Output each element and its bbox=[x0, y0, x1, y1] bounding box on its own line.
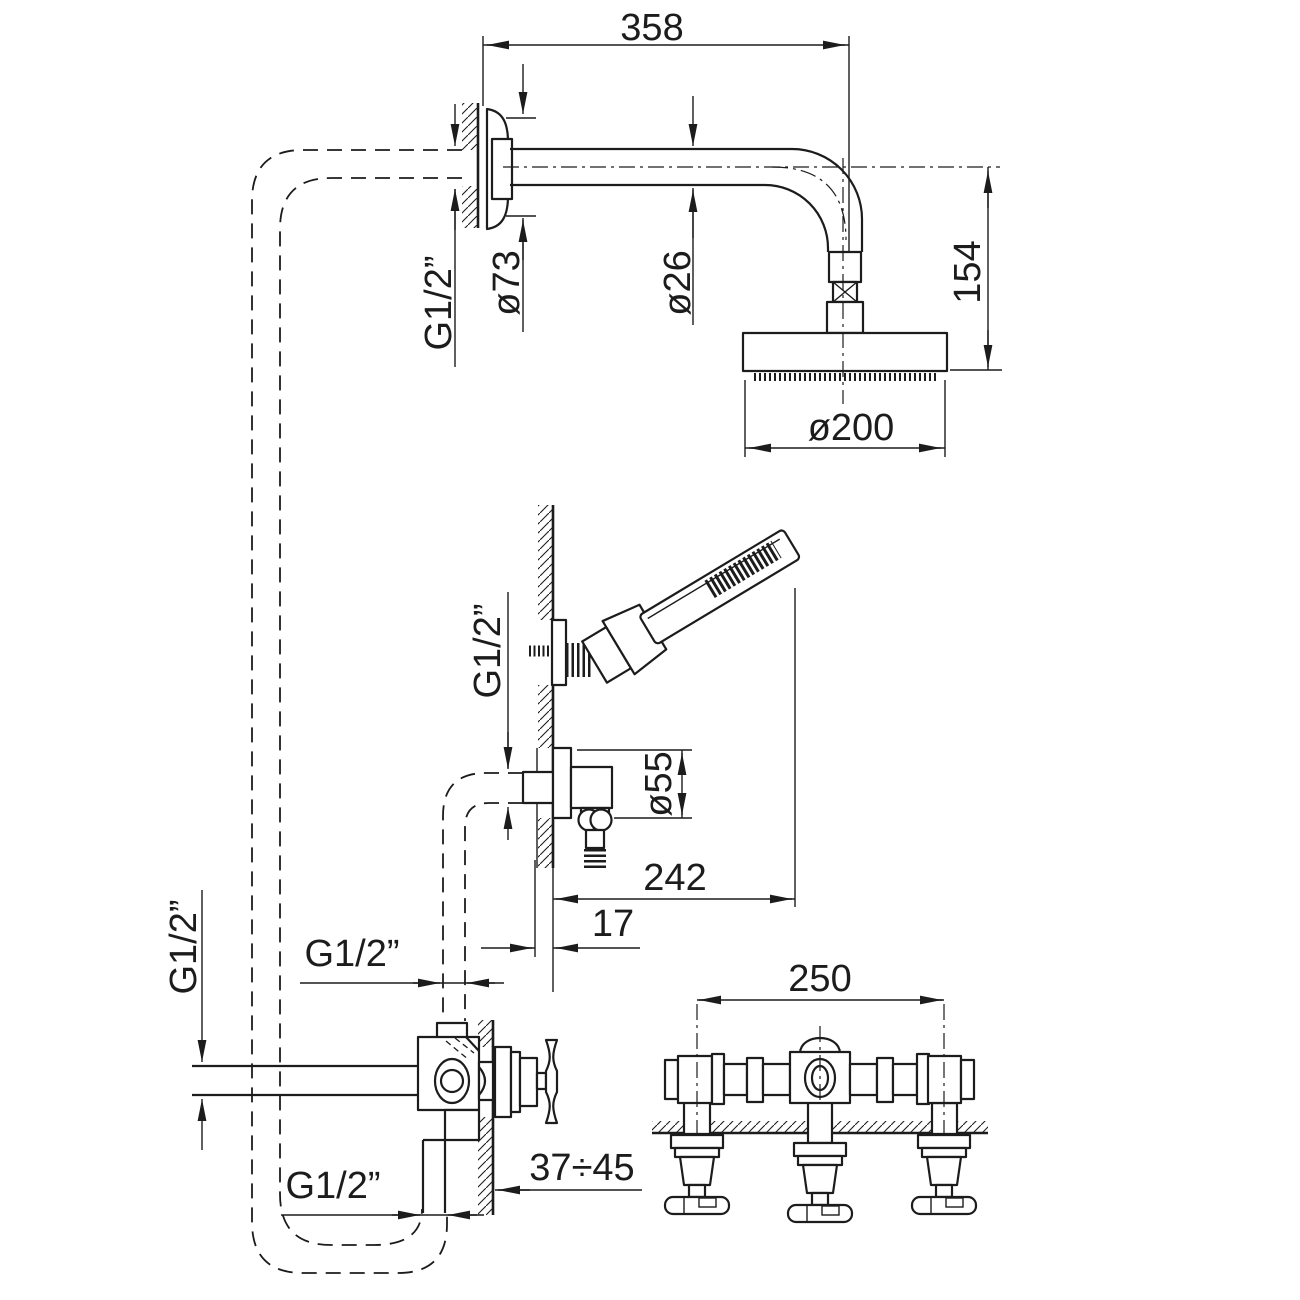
pipe bbox=[722, 1062, 749, 1097]
surface-hatch bbox=[710, 1121, 808, 1133]
valve-bonnet bbox=[518, 1056, 539, 1108]
dim-riser-thread-label: G1/2” bbox=[304, 933, 399, 975]
shower-arm-outer bbox=[510, 147, 864, 252]
outlet-body bbox=[569, 765, 614, 810]
tail-handle bbox=[910, 1195, 978, 1216]
center-valve-neck bbox=[806, 1098, 834, 1145]
surface-hatch bbox=[957, 1121, 988, 1133]
wall-hatch bbox=[478, 1117, 493, 1215]
wall-hatch bbox=[538, 685, 553, 748]
manifold-end-cap bbox=[663, 1058, 680, 1101]
holder-cup bbox=[601, 603, 668, 676]
dim-arm-diameter: ø26 bbox=[657, 96, 699, 325]
rain-shower-head bbox=[741, 331, 949, 373]
dim-supply-thread: G1/2” bbox=[163, 890, 207, 1150]
dim-valve-outlet-thread-label: G1/2” bbox=[285, 1165, 380, 1207]
surface-hatch bbox=[832, 1121, 932, 1133]
valve-handle bbox=[544, 1038, 559, 1125]
hidden-supply-pipe bbox=[251, 149, 462, 1274]
dim-head-diameter-label: ø200 bbox=[808, 407, 895, 449]
valve-top-port bbox=[435, 1021, 469, 1040]
valve-stem bbox=[535, 1071, 548, 1091]
union-nut bbox=[875, 1056, 895, 1104]
dim-valve-outlet-thread: G1/2” bbox=[281, 1165, 484, 1220]
pipe bbox=[761, 1062, 792, 1097]
tail-handle bbox=[663, 1195, 731, 1216]
manifold-front-view bbox=[652, 1004, 988, 1224]
pipe bbox=[848, 1062, 879, 1097]
outlet-flange bbox=[551, 746, 573, 820]
valve-bonnet bbox=[509, 1050, 522, 1114]
valve-escutcheon bbox=[493, 1045, 513, 1119]
valve-wall-section bbox=[478, 1020, 495, 1215]
wall-hatch bbox=[462, 103, 478, 150]
diverter-valve-side-view bbox=[192, 1021, 559, 1213]
top-wall-section bbox=[462, 103, 480, 228]
dim-valve-spacing-label: 250 bbox=[788, 958, 851, 1000]
union-nut bbox=[745, 1056, 765, 1104]
arm-connector-nut bbox=[827, 250, 863, 284]
pipe bbox=[891, 1062, 919, 1097]
hand-shower-assembly bbox=[529, 529, 801, 687]
wall-hatch bbox=[462, 186, 478, 228]
dim-embed-depth-label: 37÷45 bbox=[529, 1147, 634, 1189]
dim-holder-thread-label: G1/2” bbox=[467, 603, 509, 698]
hand-shower-wand bbox=[639, 529, 801, 645]
dim-riser-thread: G1/2” bbox=[300, 933, 504, 988]
dim-valve-spacing: 250 bbox=[697, 958, 944, 1005]
wall-hatch bbox=[538, 818, 553, 868]
valve-bottom-block bbox=[443, 1108, 481, 1142]
tail-handle bbox=[786, 1203, 854, 1224]
valve-tail-right bbox=[910, 1133, 978, 1216]
dim-arm-length-label: 358 bbox=[620, 7, 683, 49]
dim-flange-diameter-label: ø73 bbox=[486, 250, 528, 315]
hose-connector bbox=[584, 828, 606, 850]
shower-arm-inner bbox=[510, 183, 830, 252]
wall-outlet-elbow bbox=[521, 746, 614, 871]
surface-hatch bbox=[652, 1121, 684, 1133]
dim-embed-depth: 37÷45 bbox=[495, 1147, 642, 1195]
dim-arm-thread-label: G1/2” bbox=[418, 255, 460, 350]
dim-holder-thread: G1/2” bbox=[467, 592, 513, 840]
dim-outlet-diameter-label: ø55 bbox=[638, 751, 680, 816]
dim-supply-thread-label: G1/2” bbox=[163, 899, 205, 994]
dim-outlet-diameter: ø55 bbox=[577, 749, 692, 819]
dim-arm-length: 358 bbox=[482, 7, 850, 252]
dim-outlet-distance-label: 242 bbox=[643, 857, 706, 899]
bend-centerline bbox=[771, 166, 847, 241]
wall-hatch bbox=[478, 1020, 493, 1047]
dim-head-diameter: ø200 bbox=[744, 380, 946, 457]
hidden-riser-to-outlet bbox=[442, 772, 523, 1021]
manifold-end-cap bbox=[959, 1058, 976, 1101]
dim-arm-thread: G1/2” bbox=[418, 104, 460, 367]
holder-flange bbox=[550, 618, 568, 687]
shower-arm-assembly bbox=[485, 107, 1000, 404]
dim-outlet-wall-gap-label: 17 bbox=[592, 903, 634, 945]
pipe-nut bbox=[710, 1052, 726, 1106]
outlet-inlet-duct bbox=[521, 770, 555, 805]
spray-face bbox=[704, 540, 782, 599]
dim-head-offset: 154 bbox=[947, 167, 1002, 371]
hose-swivel bbox=[589, 808, 613, 832]
dim-flange-diameter: ø73 bbox=[486, 64, 536, 332]
left-valve-block bbox=[676, 1054, 714, 1105]
mid-wall-section bbox=[536, 505, 555, 868]
flange-hub bbox=[490, 137, 514, 201]
valve-tail-left bbox=[663, 1133, 731, 1216]
wall-hatch bbox=[538, 505, 553, 620]
dim-head-offset-label: 154 bbox=[947, 240, 989, 303]
head-connector bbox=[825, 300, 865, 335]
valve-tail-center bbox=[786, 1141, 854, 1224]
dim-outlet-distance: 242 bbox=[553, 588, 796, 907]
dim-arm-diameter-label: ø26 bbox=[657, 250, 699, 315]
dim-outlet-wall-gap: 17 bbox=[481, 860, 640, 992]
